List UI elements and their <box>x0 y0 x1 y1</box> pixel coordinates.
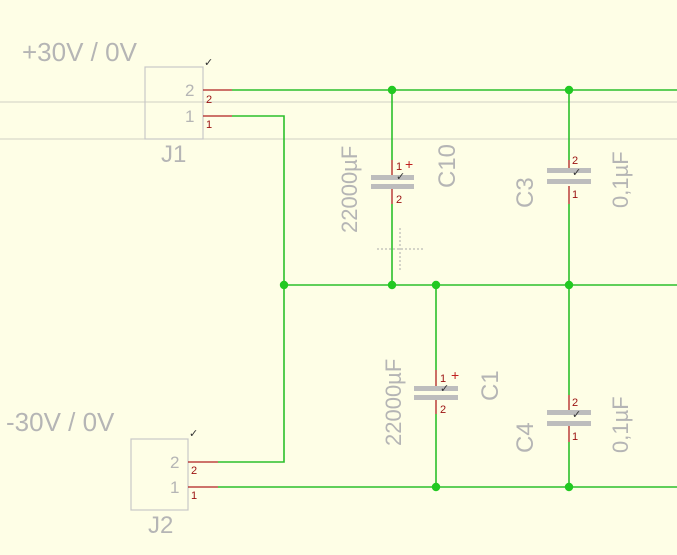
c1-plate-negative <box>414 395 458 400</box>
junction-node <box>431 280 441 290</box>
j2-pin1-tag: 1 <box>191 490 197 502</box>
capacitor-c10[interactable]: 1 + ✓ 2 22000µF C10 <box>337 144 461 233</box>
j1-pin2-number: 2 <box>185 81 194 100</box>
capacitor-c1[interactable]: 1 + ✓ 2 22000µF C1 <box>381 359 504 446</box>
j2-body <box>130 438 189 511</box>
c4-reference: C4 <box>512 422 539 453</box>
c10-reference: C10 <box>434 144 461 188</box>
c10-polarity-mark: + <box>405 156 413 172</box>
c3-value: 0,1µF <box>608 151 633 208</box>
junctions <box>279 85 574 492</box>
c4-pin2-tag: 2 <box>572 397 578 409</box>
j2-pin2-tag: 2 <box>191 465 197 477</box>
j1-pin1-number: 1 <box>185 107 194 126</box>
junction-node <box>431 482 441 492</box>
junction-node <box>564 482 574 492</box>
j2-pin1-number: 1 <box>170 478 179 497</box>
c1-pin2-tag: 2 <box>440 404 446 416</box>
c4-plate-top <box>547 410 591 415</box>
junction-node <box>279 280 289 290</box>
j1-pin1-tag: 1 <box>206 119 212 131</box>
c1-value: 22000µF <box>381 359 406 446</box>
junction-node <box>564 280 574 290</box>
c3-pin1-tag: 1 <box>572 189 578 201</box>
c4-plate-bottom <box>547 421 591 426</box>
j2-reference: J2 <box>148 512 173 539</box>
cursor-crosshair <box>377 228 424 270</box>
j2-check-icon: ✓ <box>189 427 198 440</box>
c1-polarity-mark: + <box>451 367 459 383</box>
c10-pin2-tag: 2 <box>396 194 402 206</box>
junction-node <box>387 280 397 290</box>
c3-check-icon: ✓ <box>572 166 581 179</box>
c1-plate-positive <box>414 386 458 391</box>
j2-net-label: -30V / 0V <box>6 407 115 437</box>
c1-reference: C1 <box>477 370 504 401</box>
c3-pin2-tag: 2 <box>572 155 578 167</box>
c1-check-icon: ✓ <box>440 382 449 395</box>
connector-j2[interactable]: -30V / 0V ✓ 2 1 2 1 J2 <box>6 407 218 539</box>
j1-check-icon: ✓ <box>204 56 213 69</box>
c4-check-icon: ✓ <box>572 408 581 421</box>
j2-pin2-number: 2 <box>170 453 179 472</box>
wire-j2-pin2-to-gnd <box>218 285 285 463</box>
junction-node <box>564 85 574 95</box>
c4-value: 0,1µF <box>608 396 633 453</box>
j1-pin2-tag: 2 <box>206 94 212 106</box>
c10-check-icon: ✓ <box>396 170 405 183</box>
c10-pin1-tag: 1 <box>396 161 402 173</box>
c4-pin1-tag: 1 <box>572 431 578 443</box>
c10-plate-negative <box>371 184 414 189</box>
connector-j1[interactable]: +30V / 0V ✓ 2 1 2 1 J1 <box>22 37 232 168</box>
capacitor-c3[interactable]: 2 ✓ 1 C3 0,1µF <box>512 151 633 208</box>
wire-j1-pin1-to-gnd <box>232 115 285 285</box>
c3-plate-bottom <box>547 179 591 184</box>
wires <box>218 89 677 488</box>
capacitor-c4[interactable]: 2 ✓ 1 C4 0,1µF <box>512 395 633 453</box>
c3-reference: C3 <box>512 177 539 208</box>
c10-plate-positive <box>371 175 414 180</box>
guide-lines <box>0 101 677 140</box>
c10-value: 22000µF <box>337 146 362 233</box>
j1-net-label: +30V / 0V <box>22 37 138 67</box>
junction-node <box>387 85 397 95</box>
j1-body <box>144 66 204 140</box>
c3-plate-top <box>547 168 591 173</box>
c1-pin1-tag: 1 <box>440 373 446 385</box>
j1-reference: J1 <box>161 141 186 168</box>
